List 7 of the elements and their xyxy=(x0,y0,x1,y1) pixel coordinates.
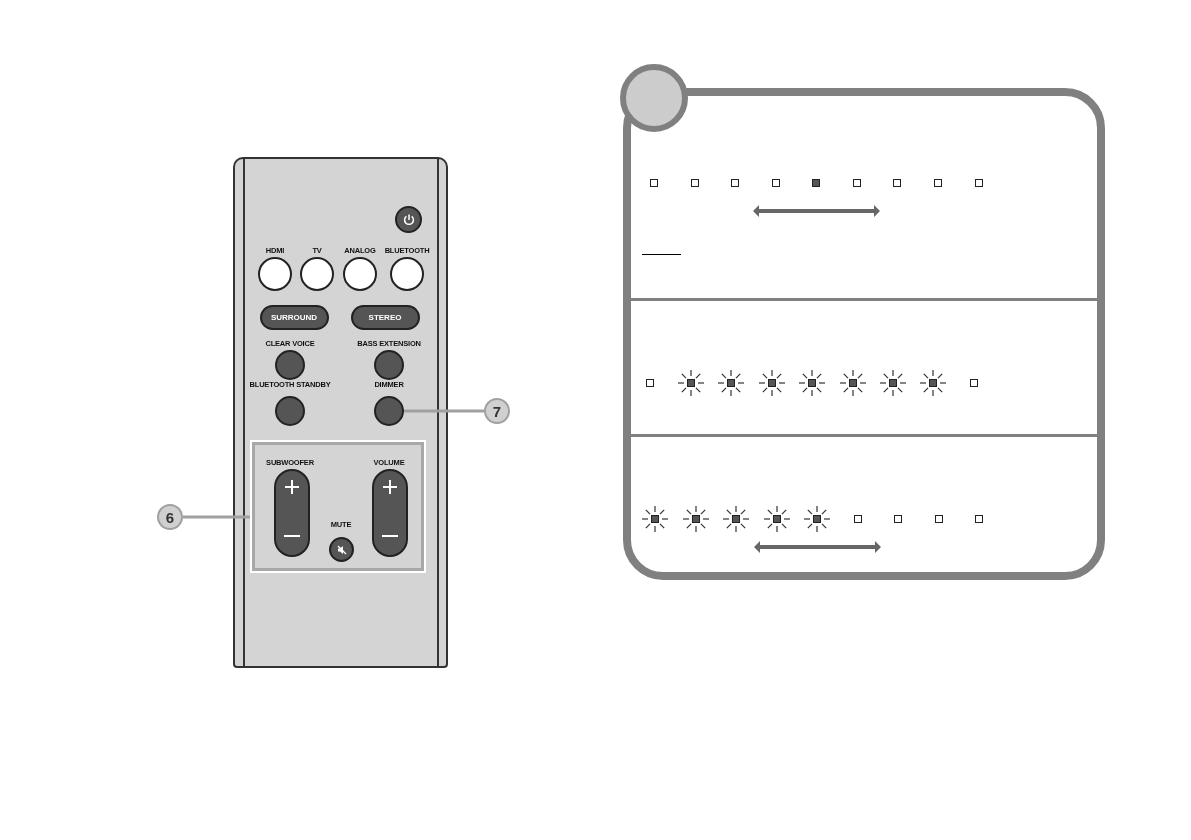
button-group-frame xyxy=(252,442,424,571)
pill-button: STEREO xyxy=(350,305,420,330)
leader-line xyxy=(183,515,252,519)
callout-number: 7 xyxy=(484,398,510,424)
pill-button: SURROUND xyxy=(259,305,329,330)
leader-line xyxy=(404,409,484,413)
callout-number: 6 xyxy=(157,504,183,530)
